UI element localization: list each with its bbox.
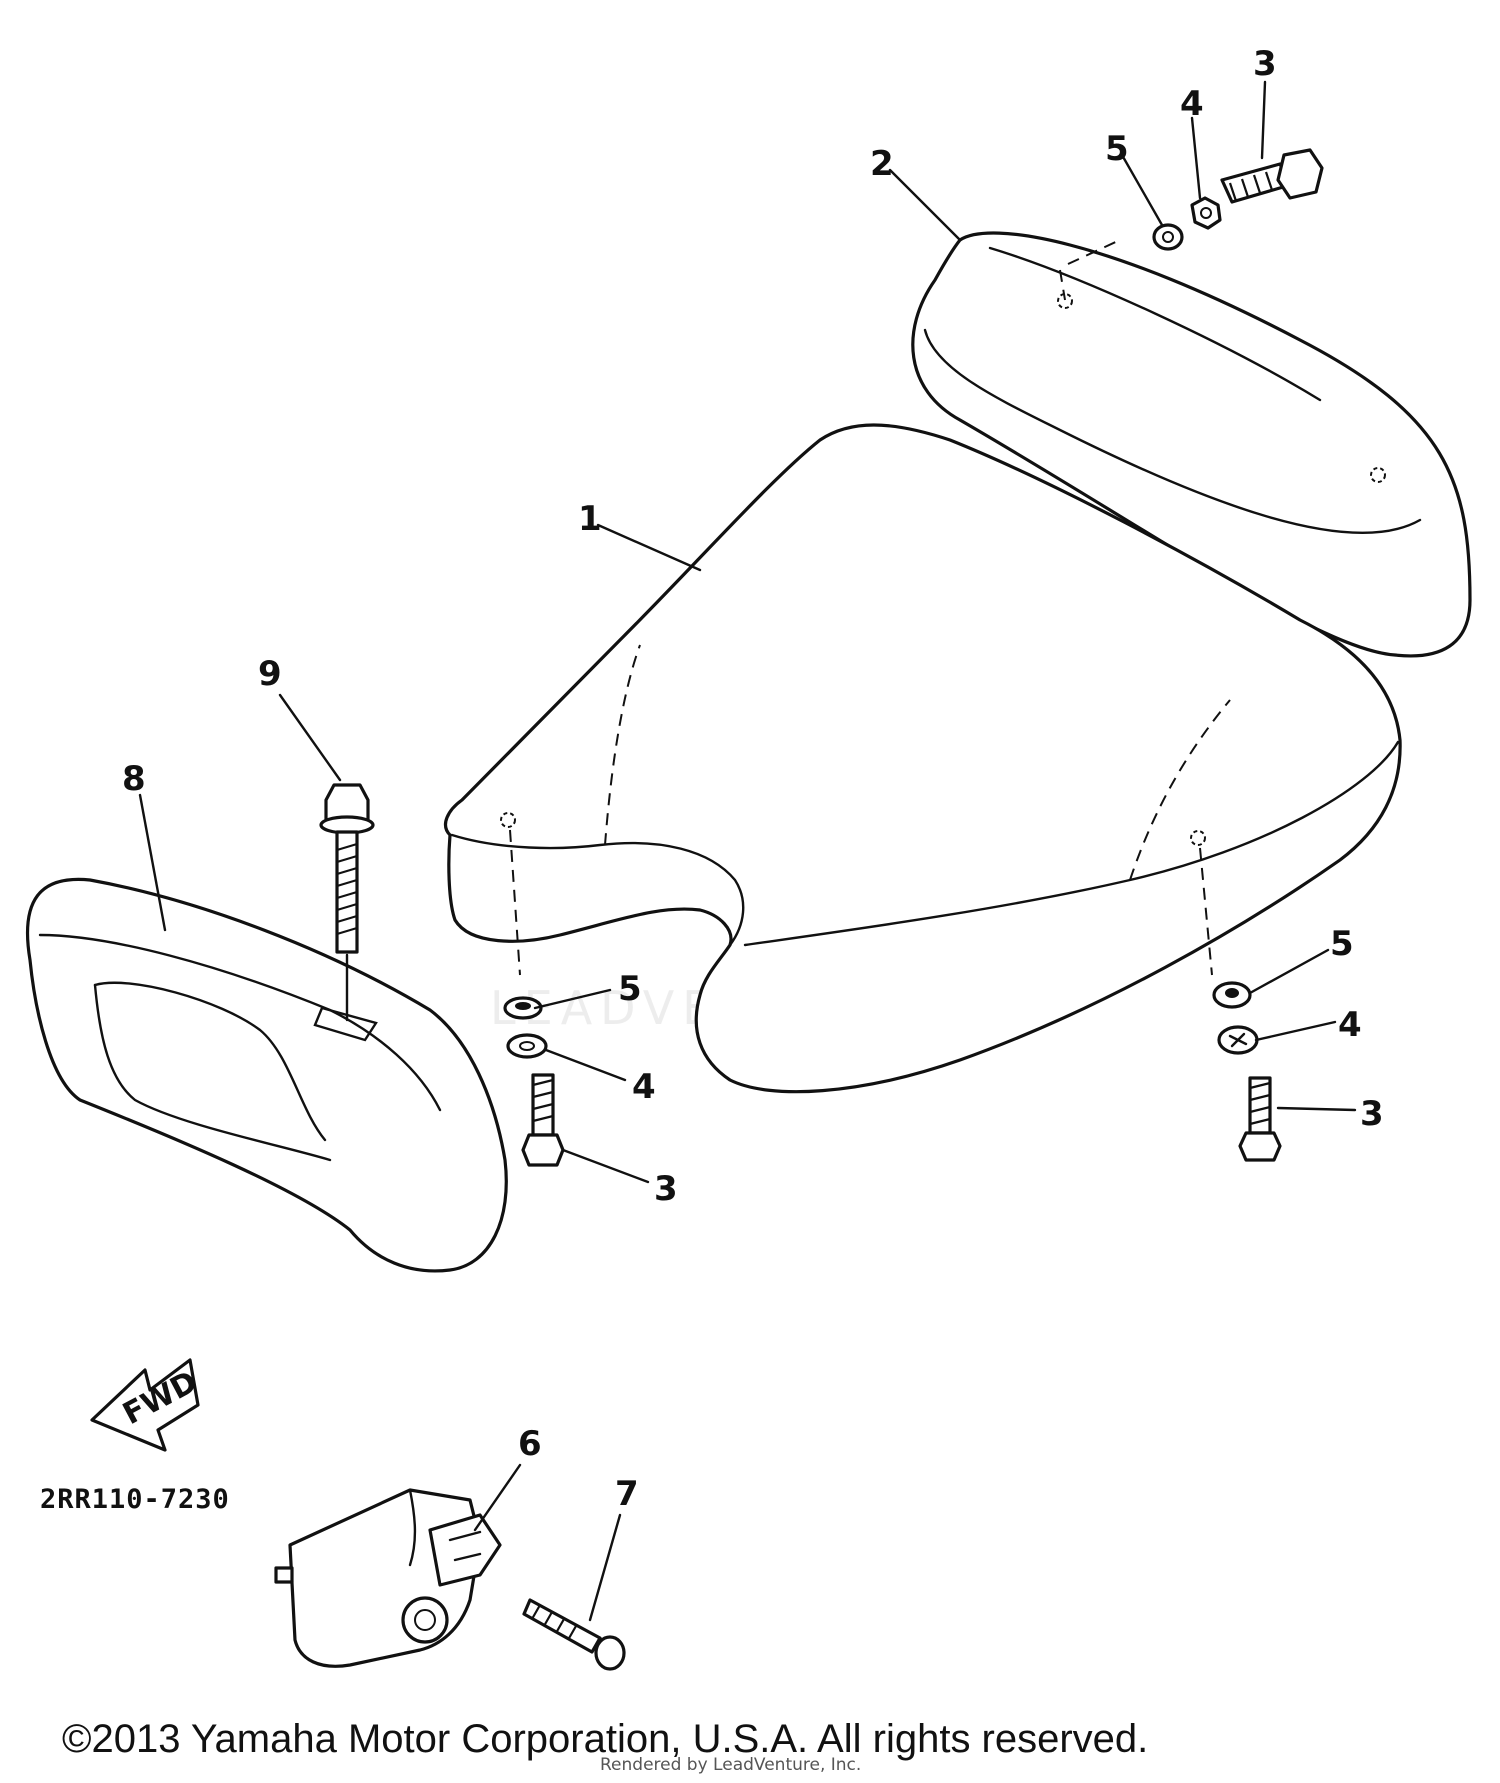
leader-lines — [138, 80, 1357, 1622]
right-fasteners — [1212, 981, 1282, 1162]
part-5-washer-right — [1212, 981, 1252, 1009]
callout-9: 9 — [258, 654, 282, 694]
callout-3-left: 3 — [654, 1169, 678, 1209]
part-8-side-cover — [25, 877, 508, 1273]
part-7-screw — [522, 1598, 626, 1671]
callout-6: 6 — [518, 1424, 542, 1464]
rendered-by-text: Rendered by LeadVenture, Inc. — [600, 1755, 861, 1775]
callout-3-top: 3 — [1253, 44, 1277, 84]
callout-7: 7 — [615, 1474, 639, 1514]
copyright-text: ©2013 Yamaha Motor Corporation, U.S.A. A… — [62, 1717, 1148, 1761]
callout-4-top: 4 — [1180, 84, 1204, 124]
part-3-bolt-right — [1238, 1076, 1282, 1162]
callout-1: 1 — [578, 499, 602, 539]
fwd-arrow: FWD — [90, 1358, 203, 1452]
part-4-nut-top — [1190, 196, 1222, 230]
part-code: 2RR110-7230 — [40, 1484, 230, 1515]
part-1-seat — [444, 423, 1402, 1094]
part-5-washer-top — [1152, 223, 1184, 251]
part-5-washer-left — [503, 996, 543, 1020]
callout-4-left: 4 — [632, 1067, 656, 1107]
callout-5-right: 5 — [1330, 924, 1354, 964]
part-3-bolt-left — [521, 1073, 565, 1167]
part-2-backrest — [911, 231, 1472, 658]
part-4-washer-right — [1217, 1025, 1259, 1055]
part-3-bolt-top — [1220, 148, 1324, 204]
left-fasteners — [503, 996, 565, 1167]
top-fasteners — [1152, 148, 1324, 251]
part-9-bolt — [319, 783, 375, 1022]
callout-3-right: 3 — [1360, 1094, 1384, 1134]
callout-8: 8 — [122, 759, 146, 799]
callout-2: 2 — [870, 144, 894, 184]
callout-5-top: 5 — [1105, 129, 1129, 169]
part-4-washer-left — [506, 1033, 548, 1059]
callouts: 2 1 3 4 5 5 4 3 5 4 3 6 7 8 9 — [122, 44, 1384, 1514]
callout-4-right: 4 — [1338, 1005, 1362, 1045]
callout-5-left: 5 — [618, 969, 642, 1009]
part-6-seat-lock — [274, 1488, 502, 1668]
